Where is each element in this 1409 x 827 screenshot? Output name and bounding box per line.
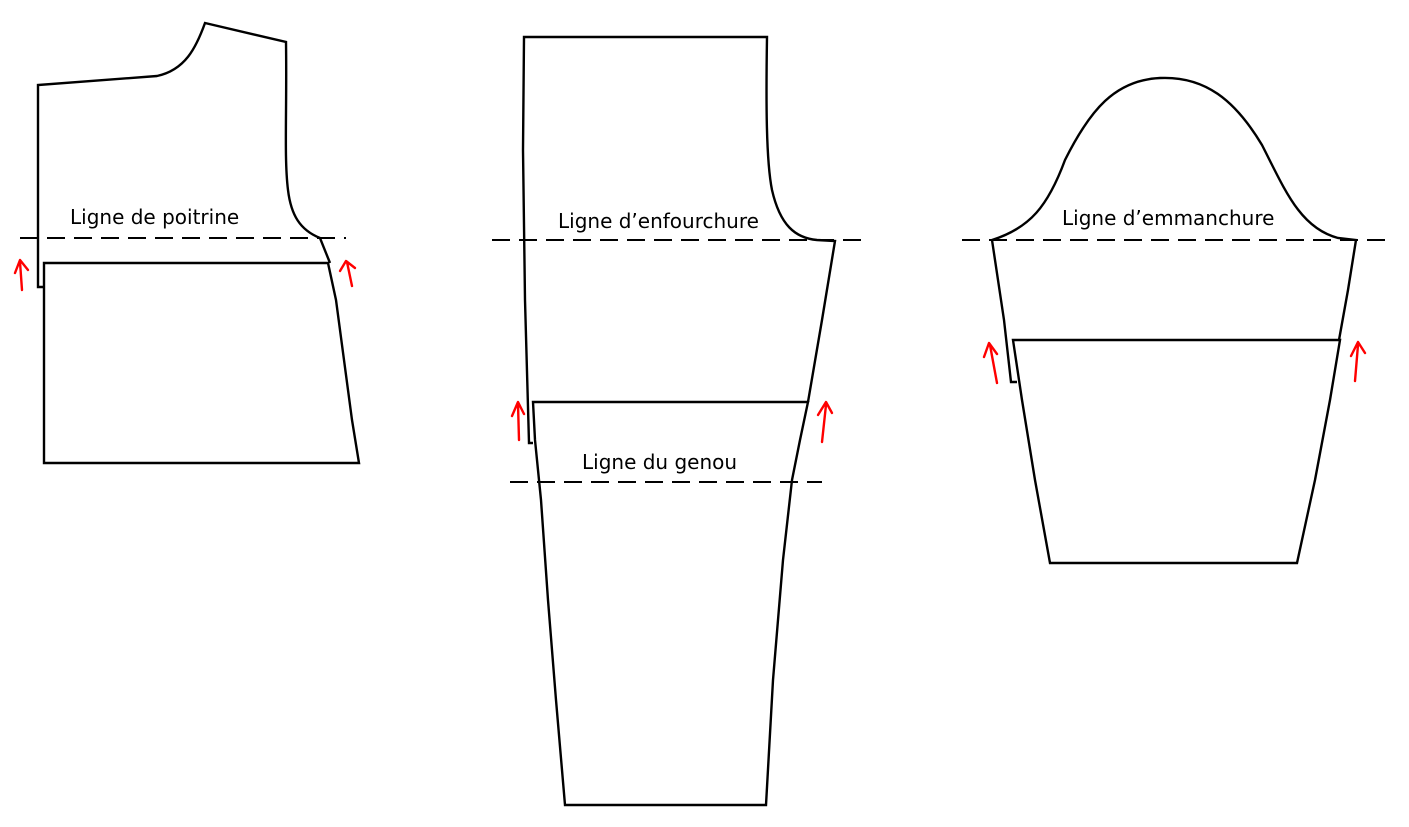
sleeve-upper-outline (990, 76, 1358, 384)
knee-line-label: Ligne du genou (582, 450, 737, 474)
trouser-upper-outline (521, 35, 837, 445)
trouser-lower-outline (531, 400, 810, 807)
trouser-right-arrow (816, 400, 834, 444)
bodice-right-arrow (338, 259, 357, 288)
sleeve-right-arrow (1349, 340, 1367, 383)
bodice-lower-outline (42, 261, 361, 465)
crotch-line-label: Ligne d’enfourchure (558, 209, 759, 233)
sleeve-pattern: Ligne d’emmanchure (962, 76, 1386, 565)
bodice-upper-outline (36, 21, 332, 289)
bust-line-label: Ligne de poitrine (70, 205, 239, 229)
trouser-pattern: Ligne d’enfourchure Ligne du genou (492, 35, 862, 807)
bodice-left-arrow (13, 258, 30, 292)
sleeve-lower-outline (1011, 338, 1342, 565)
bodice-pattern: Ligne de poitrine (13, 21, 361, 465)
trouser-left-arrow (510, 400, 526, 442)
armhole-line-label: Ligne d’emmanchure (1062, 206, 1274, 230)
sleeve-left-arrow (982, 341, 999, 385)
